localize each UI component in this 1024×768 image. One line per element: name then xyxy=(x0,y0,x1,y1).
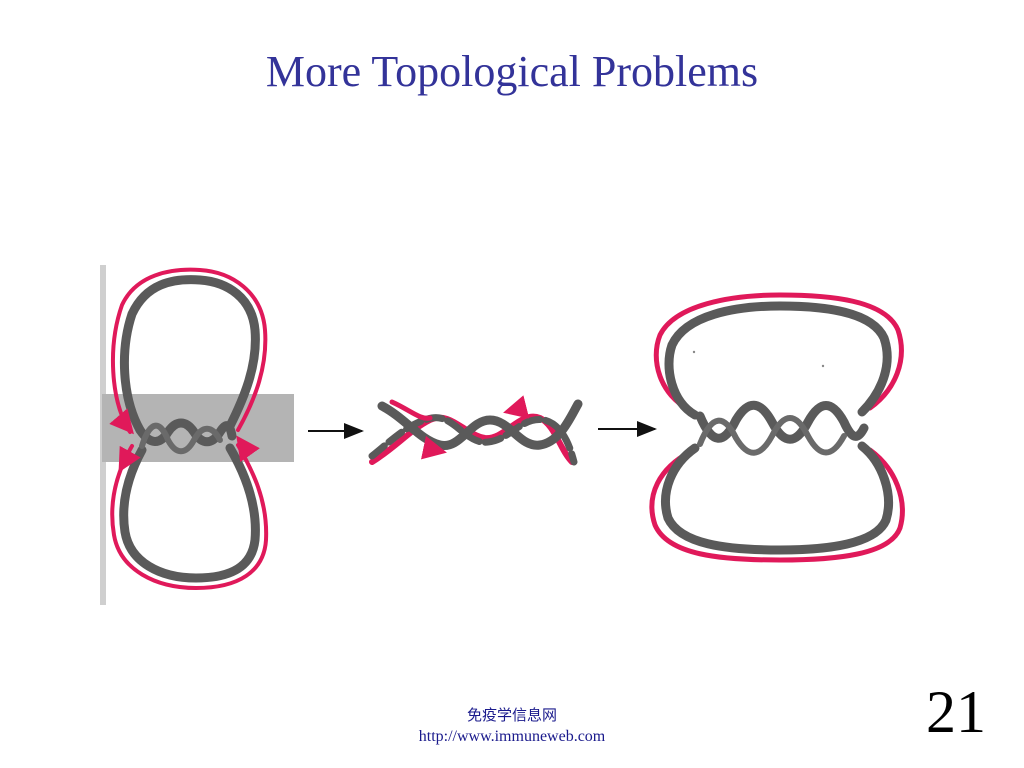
left-twist xyxy=(135,418,237,447)
right-twist-back xyxy=(697,415,847,456)
red-direction-arrow-middle-right xyxy=(503,395,530,419)
right-loop-red xyxy=(649,292,905,563)
speck-left xyxy=(692,350,696,354)
red-direction-arrow-upper-left xyxy=(109,408,134,435)
middle-dark-strand-b xyxy=(368,414,578,466)
left-twist-back xyxy=(139,422,223,455)
right-loop-dark xyxy=(661,301,893,555)
red-direction-arrow-right xyxy=(236,435,260,463)
speck-right xyxy=(821,364,825,368)
slide-title: More Topological Problems xyxy=(265,47,759,96)
page-number: 21 xyxy=(926,679,986,745)
middle-red-upper xyxy=(389,399,433,421)
left-loop-dark xyxy=(119,275,260,583)
red-direction-arrow-middle-left xyxy=(420,435,447,460)
left-loop-red xyxy=(110,267,269,591)
twisted-strands-panel xyxy=(368,395,583,466)
footer-url[interactable]: http://www.immuneweb.com xyxy=(418,728,606,745)
footer: 免疫学信息网 http://www.immuneweb.com xyxy=(312,704,712,748)
figure-eight-panel xyxy=(100,265,294,605)
closed-loop-panel xyxy=(649,292,905,563)
footer-site-name: 免疫学信息网 xyxy=(466,706,557,724)
red-direction-arrow-lower-left xyxy=(118,445,141,473)
